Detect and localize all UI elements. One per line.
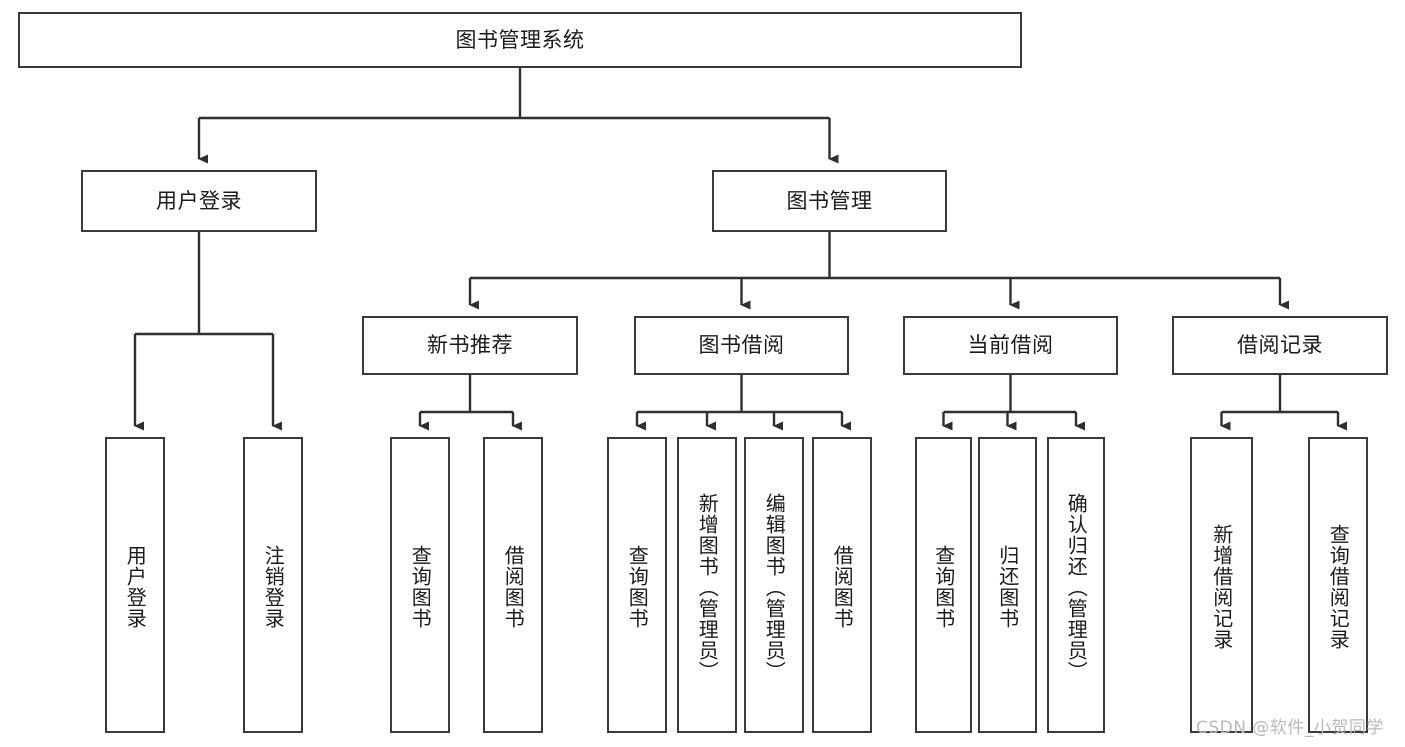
node-label: 新书推荐 bbox=[427, 333, 513, 358]
node-level2-book-manage[interactable]: 图书管理 bbox=[712, 170, 947, 232]
node-label: 借阅图书 bbox=[501, 545, 526, 629]
node-leaf-leaf-edit-book[interactable]: 编辑图书（管理员） bbox=[744, 437, 804, 733]
node-label: 用户登录 bbox=[156, 188, 242, 213]
node-leaf-leaf-user-login[interactable]: 用户登录 bbox=[105, 437, 165, 733]
node-leaf-leaf-add-book[interactable]: 新增图书（管理员） bbox=[677, 437, 737, 733]
node-level2-user-login[interactable]: 用户登录 bbox=[81, 170, 317, 232]
node-leaf-leaf-query-book-bor[interactable]: 查询图书 bbox=[607, 437, 667, 733]
node-label: 归还图书 bbox=[995, 545, 1020, 629]
node-leaf-leaf-logout[interactable]: 注销登录 bbox=[243, 437, 303, 733]
node-level3-borrow-record[interactable]: 借阅记录 bbox=[1172, 316, 1388, 375]
node-label: 图书管理 bbox=[786, 188, 873, 213]
node-leaf-leaf-query-book-cur[interactable]: 查询图书 bbox=[915, 437, 972, 733]
node-label: 确认归还（管理员） bbox=[1064, 492, 1089, 682]
node-label: 当前借阅 bbox=[967, 333, 1054, 358]
node-label: 查询借阅记录 bbox=[1326, 524, 1351, 650]
node-leaf-leaf-borrow-book-rec[interactable]: 借阅图书 bbox=[483, 437, 543, 733]
node-leaf-leaf-add-record[interactable]: 新增借阅记录 bbox=[1190, 437, 1253, 733]
node-level3-current-borrow[interactable]: 当前借阅 bbox=[903, 316, 1118, 375]
connector-paths bbox=[133, 68, 1347, 431]
node-label: 注销登录 bbox=[261, 545, 286, 629]
node-label: 借阅记录 bbox=[1237, 333, 1323, 358]
node-label: 图书借阅 bbox=[698, 333, 785, 358]
node-label: 查询图书 bbox=[408, 545, 433, 629]
node-leaf-leaf-confirm-return[interactable]: 确认归还（管理员） bbox=[1047, 437, 1105, 733]
node-leaf-leaf-query-book-rec[interactable]: 查询图书 bbox=[390, 437, 450, 733]
node-label: 编辑图书（管理员） bbox=[762, 492, 787, 682]
node-label: 新增借阅记录 bbox=[1209, 524, 1234, 650]
node-leaf-leaf-query-record[interactable]: 查询借阅记录 bbox=[1308, 437, 1368, 733]
node-level3-new-book-recommend[interactable]: 新书推荐 bbox=[362, 316, 578, 375]
node-label: 用户登录 bbox=[123, 545, 148, 629]
node-label: 借阅图书 bbox=[830, 545, 855, 629]
node-leaf-leaf-return-book[interactable]: 归还图书 bbox=[978, 437, 1037, 733]
node-leaf-leaf-borrow-book-bor[interactable]: 借阅图书 bbox=[812, 437, 872, 733]
node-label: 图书管理系统 bbox=[455, 27, 585, 52]
node-level3-book-borrow[interactable]: 图书借阅 bbox=[634, 316, 849, 375]
node-label: 新增图书（管理员） bbox=[695, 492, 720, 682]
node-label: 查询图书 bbox=[625, 545, 650, 629]
node-label: 查询图书 bbox=[931, 545, 956, 629]
node-root-root[interactable]: 图书管理系统 bbox=[18, 12, 1022, 68]
